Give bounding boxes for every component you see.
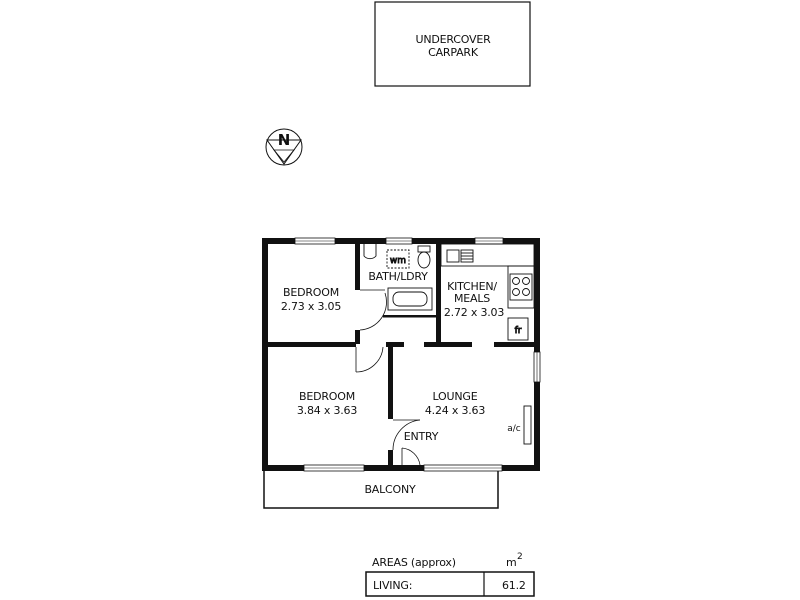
areas-unit: m (506, 556, 517, 569)
kitchen-dims: 2.72 x 3.03 (444, 306, 504, 319)
ac-unit-icon: a/c (507, 405, 532, 445)
living-value: 61.2 (502, 579, 526, 592)
north-arrow-icon: N (265, 128, 303, 166)
lounge-dims: 4.24 x 3.63 (425, 404, 485, 417)
balcony: BALCONY (263, 471, 499, 509)
areas-table: AREAS (approx) m 2 LIVING: 61.2 (365, 552, 535, 597)
carpark-box: UNDERCOVER CARPARK (374, 1, 531, 87)
bathroom-fixtures: wm (363, 244, 433, 311)
entry-name: ENTRY (404, 430, 439, 443)
windows (294, 237, 541, 472)
balcony-label: BALCONY (364, 483, 416, 496)
living-label: LIVING: (373, 579, 412, 592)
areas-unit-sup: 2 (517, 552, 523, 562)
bath-name: BATH/LDRY (368, 270, 428, 283)
kitchen-name-line1: KITCHEN/ (447, 280, 497, 293)
bedroom2-dims: 3.84 x 3.63 (297, 404, 357, 417)
north-letter: N (278, 131, 291, 149)
washing-machine-label: wm (390, 256, 406, 266)
interior-walls (268, 244, 534, 465)
kitchen-fixtures: fr (440, 243, 535, 341)
door-swings (355, 289, 421, 466)
areas-heading: AREAS (approx) (372, 556, 456, 569)
bedroom1-dims: 2.73 x 3.05 (281, 300, 341, 313)
bedroom1-name: BEDROOM (283, 286, 339, 299)
bedroom2-name: BEDROOM (299, 390, 355, 403)
kitchen-name-line2: MEALS (454, 292, 490, 305)
room-labels: BEDROOM 2.73 x 3.05 BATH/LDRY KITCHEN/ M… (281, 270, 505, 443)
fridge-label: fr (515, 326, 522, 336)
ac-label: a/c (507, 424, 521, 434)
carpark-label-line2: CARPARK (428, 46, 479, 59)
carpark-label-line1: UNDERCOVER (415, 33, 491, 46)
lounge-name: LOUNGE (433, 390, 478, 403)
